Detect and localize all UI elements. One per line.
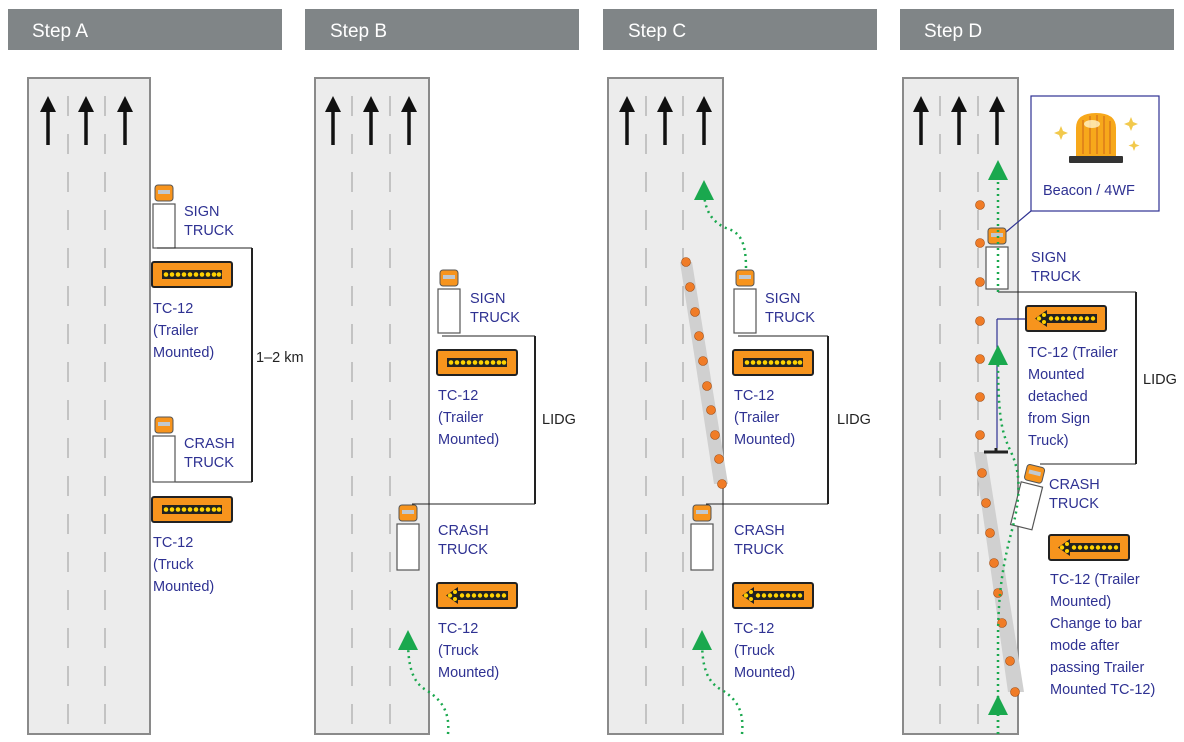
distance-bracket — [998, 291, 1137, 465]
distance-bracket — [706, 335, 829, 505]
road-a — [27, 77, 151, 735]
tc12-bar-sign — [732, 349, 814, 376]
crash-truck — [396, 504, 420, 571]
distance-label: LIDG — [542, 412, 576, 428]
vehicle-path — [694, 180, 748, 269]
tc12-truck-label: TC-12 (Truck Mounted) — [734, 621, 795, 681]
step-d-header: Step D — [900, 9, 1174, 50]
lane-arrows-d — [913, 96, 1005, 145]
sign-truck-label: SIGN TRUCK — [470, 291, 520, 326]
tc12-detached-label: TC-12 (Trailer Mounted detached from Sig… — [1028, 345, 1122, 449]
crash-truck — [1009, 463, 1046, 531]
step-c-title: Step C — [628, 21, 686, 42]
up-arrow-icon — [619, 96, 635, 145]
step-a-header: Step A — [8, 9, 282, 50]
vehicle-path — [988, 345, 1020, 734]
sign-truck — [152, 184, 176, 249]
tc12-arrow-sign — [732, 582, 814, 609]
distance-bracket — [412, 335, 536, 505]
tc12-trailer-label: TC-12 (Trailer Mounted) — [153, 301, 214, 361]
up-arrow-icon — [657, 96, 673, 145]
tc12-bar-sign — [436, 349, 518, 376]
lane-closure-taper — [974, 452, 1024, 692]
up-arrow-icon — [989, 96, 1005, 145]
lane-closure-taper — [680, 257, 728, 489]
callout-leader — [1005, 210, 1032, 233]
up-arrow-icon — [401, 96, 417, 145]
up-arrow-icon — [951, 96, 967, 145]
road-b — [314, 77, 430, 735]
crash-truck-label: CRASH TRUCK — [734, 523, 789, 558]
crash-truck-label: CRASH TRUCK — [438, 523, 493, 558]
lane-arrows-a — [40, 96, 133, 145]
tc12-bar-mode-label: TC-12 (Trailer Mounted) Change to bar mo… — [1050, 572, 1155, 698]
up-arrow-icon — [696, 96, 712, 145]
step-d-title: Step D — [924, 21, 982, 42]
distance-label: LIDG — [1143, 372, 1177, 388]
sign-truck — [733, 269, 757, 334]
crash-truck — [152, 416, 176, 483]
tc12-trailer-label: TC-12 (Trailer Mounted) — [734, 388, 795, 448]
crash-truck — [690, 504, 714, 571]
beacon-callout: Beacon / 4WF — [1005, 95, 1160, 233]
sign-truck-label: SIGN TRUCK — [765, 291, 815, 326]
step-c-header: Step C — [603, 9, 877, 50]
tc12-trailer-label: TC-12 (Trailer Mounted) — [438, 388, 499, 448]
tc12-truck-label: TC-12 (Truck Mounted) — [438, 621, 499, 681]
traffic-cones — [681, 257, 727, 489]
up-arrow-icon — [117, 96, 133, 145]
up-arrow-icon — [40, 96, 56, 145]
up-arrow-icon — [78, 96, 94, 145]
crash-truck-label: CRASH TRUCK — [184, 436, 239, 471]
distance-label: 1–2 km — [256, 350, 304, 366]
beacon-label: Beacon / 4WF — [1043, 183, 1135, 199]
distance-label: LIDG — [837, 412, 871, 428]
sign-truck-label: SIGN TRUCK — [1031, 250, 1081, 285]
tc12-arrow-sign — [1048, 534, 1130, 561]
sign-truck — [437, 269, 461, 334]
lane-arrows-c — [619, 96, 712, 145]
tc12-arrow-sign — [1025, 305, 1107, 332]
crash-truck-label: CRASH TRUCK — [1049, 477, 1104, 512]
beacon-icon — [1054, 113, 1140, 163]
up-arrow-icon — [363, 96, 379, 145]
tc12-bar-sign — [151, 496, 233, 523]
tc12-bar-sign — [151, 261, 233, 288]
step-b-title: Step B — [330, 21, 387, 42]
tc12-detached-stand — [984, 318, 1030, 454]
step-b-header: Step B — [305, 9, 579, 50]
sign-truck-label: SIGN TRUCK — [184, 204, 234, 239]
tc12-truck-label: TC-12 (Truck Mounted) — [153, 535, 214, 595]
traffic-cones — [975, 200, 1020, 697]
tc12-arrow-sign — [436, 582, 518, 609]
lane-arrows-b — [325, 96, 417, 145]
up-arrow-icon — [325, 96, 341, 145]
step-a-title: Step A — [32, 21, 88, 42]
up-arrow-icon — [913, 96, 929, 145]
